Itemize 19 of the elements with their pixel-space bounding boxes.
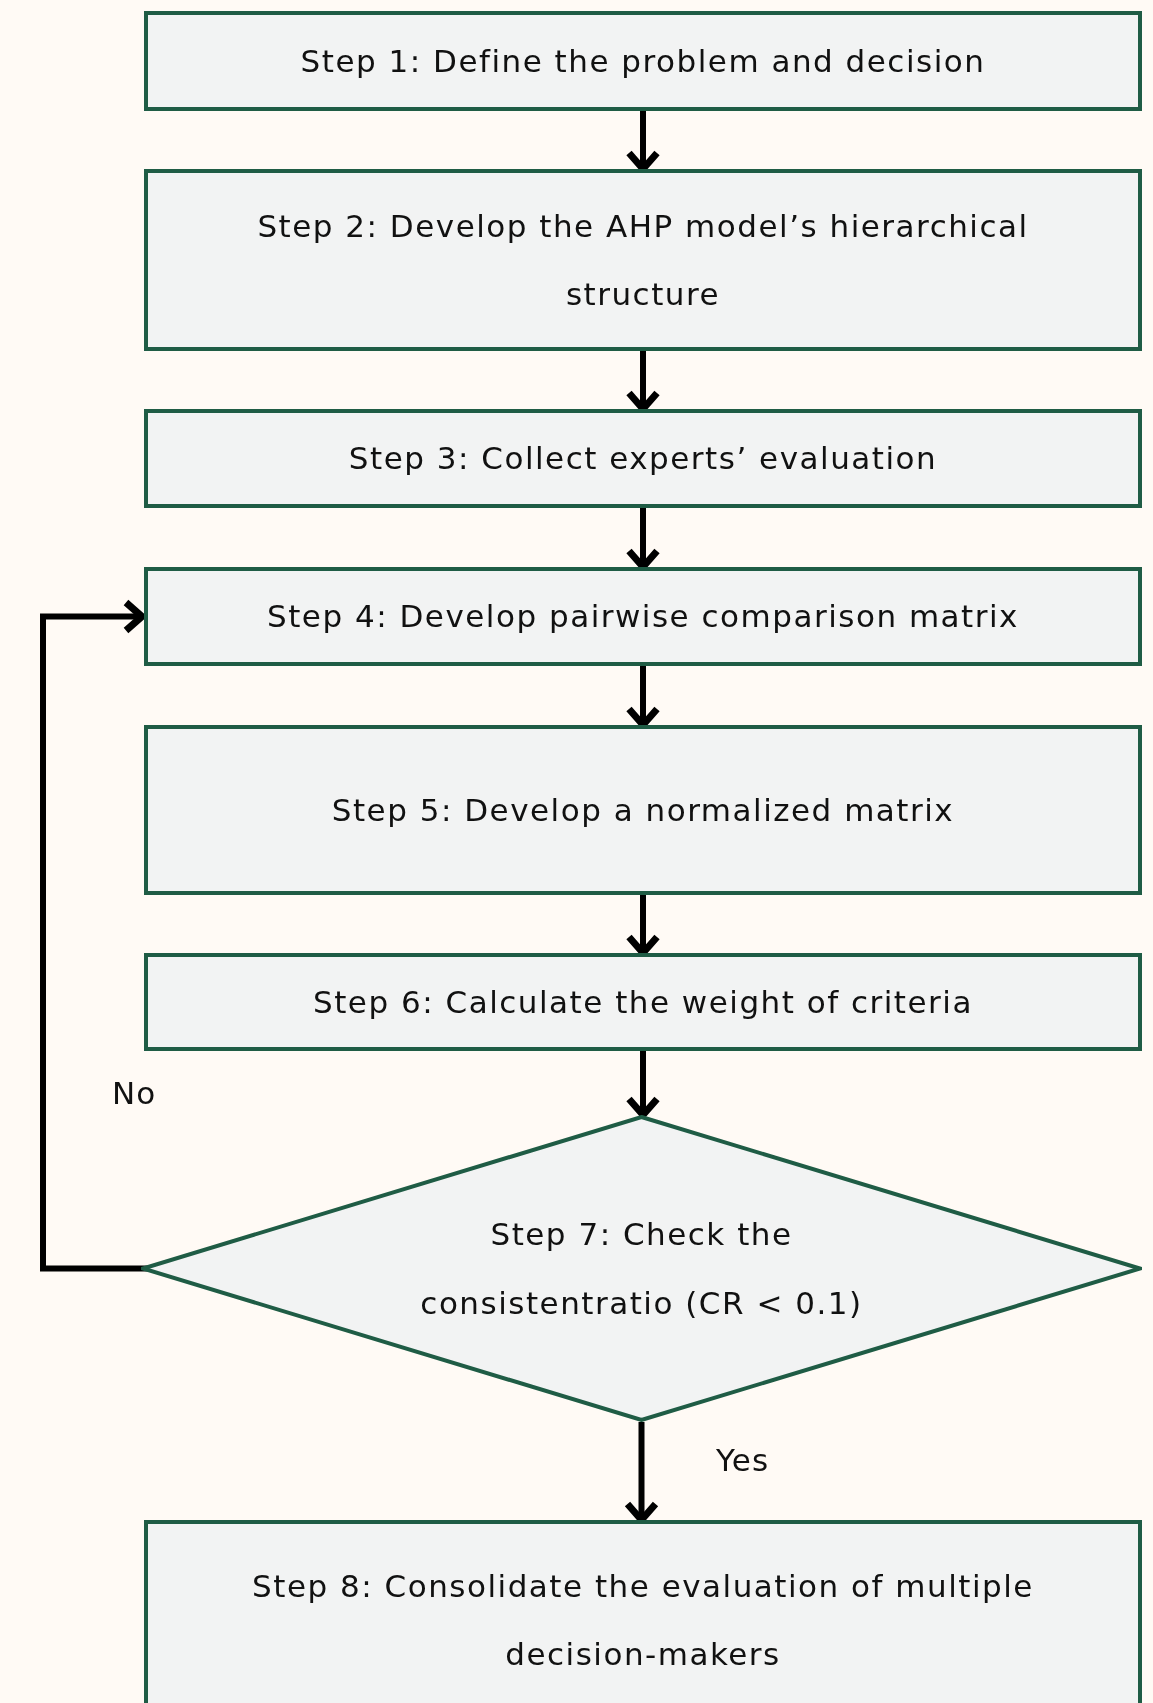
decision-diamond	[141, 1115, 1142, 1422]
process-box	[144, 567, 1142, 666]
edge-label: No	[112, 1075, 157, 1111]
process-box	[144, 725, 1142, 895]
process-box	[144, 409, 1142, 508]
step-text: Step 3: Collect experts’ evaluation	[348, 439, 938, 479]
process-box	[144, 169, 1142, 351]
step-text: Step 1: Define the problem and decision	[300, 41, 986, 81]
step-text: Step 2: Develop the AHP model’s hierarchical structure	[256, 206, 1030, 314]
process-box	[144, 1520, 1142, 1703]
edge-label: Yes	[716, 1442, 770, 1478]
step-text: Step 8: Consolidate the evaluation of multiple decision-makers	[251, 1566, 1035, 1674]
step-text: Step 7: Check the consistentratio (CR < 0.1)	[419, 1215, 864, 1323]
step-text: Step 4: Develop pairwise comparison matrix	[267, 597, 1019, 637]
step-text: Step 6: Calculate the weight of criteria	[313, 982, 973, 1022]
arrow	[625, 1051, 661, 1119]
step-text: Step 5: Develop a normalized matrix	[331, 790, 955, 830]
process-box	[144, 11, 1142, 111]
process-box	[144, 953, 1142, 1051]
